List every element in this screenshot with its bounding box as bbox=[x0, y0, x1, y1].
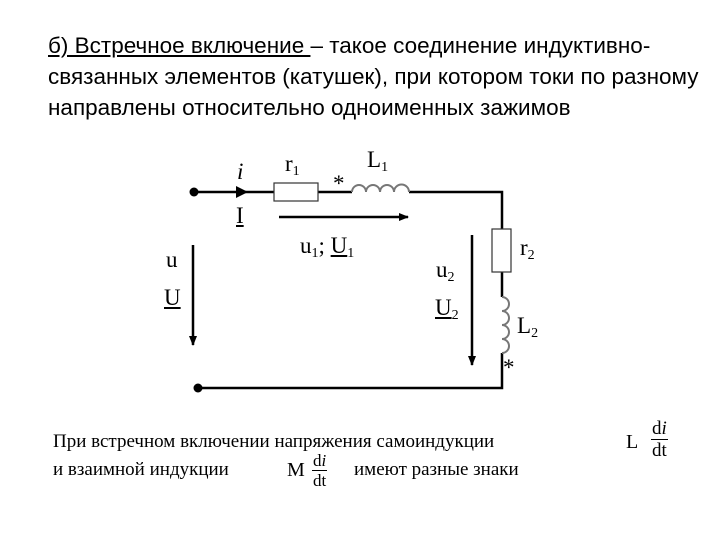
u2-sub: 2 bbox=[447, 270, 455, 285]
r2-sub: 2 bbox=[527, 248, 535, 263]
u1-sub: 1 bbox=[311, 246, 319, 261]
terminal-bottom bbox=[193, 383, 203, 393]
u1-separator: ; bbox=[318, 233, 331, 258]
u2-base: u bbox=[436, 257, 448, 282]
note-line-2b: имеют разные знаки bbox=[354, 459, 519, 480]
note-line-1: При встречном включении напряжения самои… bbox=[53, 431, 495, 452]
resistor-r1 bbox=[273, 182, 319, 202]
num-i: i bbox=[321, 451, 327, 470]
u1-base: u bbox=[300, 233, 312, 258]
u1-label: u1; U1 bbox=[300, 234, 354, 261]
star-marker-1: * bbox=[333, 171, 345, 196]
mutual-coef: M bbox=[287, 459, 305, 481]
U1-base: U bbox=[330, 233, 348, 258]
U2-base: U bbox=[435, 295, 452, 320]
L1-sub: 1 bbox=[381, 160, 389, 175]
current-i-label: i bbox=[237, 159, 244, 184]
self-coef: L bbox=[626, 431, 639, 453]
resistor-r2 bbox=[491, 228, 512, 273]
r1-label: r1 bbox=[285, 152, 300, 179]
r2-base: r bbox=[520, 235, 528, 260]
r1-base: r bbox=[285, 151, 293, 176]
terminal-top bbox=[189, 187, 199, 197]
U2-sub: 2 bbox=[451, 308, 459, 323]
right-wire-bottom bbox=[197, 353, 504, 390]
L1-base: L bbox=[367, 147, 382, 172]
L2-label: L2 bbox=[517, 314, 538, 341]
num-i: i bbox=[661, 418, 667, 439]
inductor-L2 bbox=[501, 296, 510, 354]
L1-label: L1 bbox=[367, 148, 388, 175]
slide-heading: б) Встречное включение – такое соединени… bbox=[48, 30, 708, 123]
note-line-2a: и взаимной индукции bbox=[53, 459, 229, 480]
inductor-L1 bbox=[351, 183, 410, 193]
star-marker-2: * bbox=[503, 355, 515, 380]
current-I-label: I bbox=[236, 203, 244, 228]
L2-base: L bbox=[517, 313, 532, 338]
U-label: U bbox=[164, 285, 181, 310]
u2-label: u2 bbox=[436, 258, 455, 285]
num-d: d bbox=[652, 418, 662, 439]
r1-sub: 1 bbox=[292, 164, 300, 179]
r2-label: r2 bbox=[520, 236, 535, 263]
current-arrow-icon bbox=[236, 186, 248, 198]
den: dt bbox=[313, 471, 327, 490]
top-wire-right bbox=[409, 190, 504, 229]
heading-underlined: б) Встречное включение bbox=[48, 33, 311, 58]
u-label: u bbox=[166, 247, 178, 272]
heading-text: – такое соединение индуктивно-связанных … bbox=[48, 33, 699, 120]
U2-label: U2 bbox=[435, 296, 459, 323]
U1-sub: 1 bbox=[347, 246, 355, 261]
den: dt bbox=[652, 440, 667, 461]
L2-sub: 2 bbox=[531, 326, 539, 341]
num-d: d bbox=[313, 451, 322, 470]
